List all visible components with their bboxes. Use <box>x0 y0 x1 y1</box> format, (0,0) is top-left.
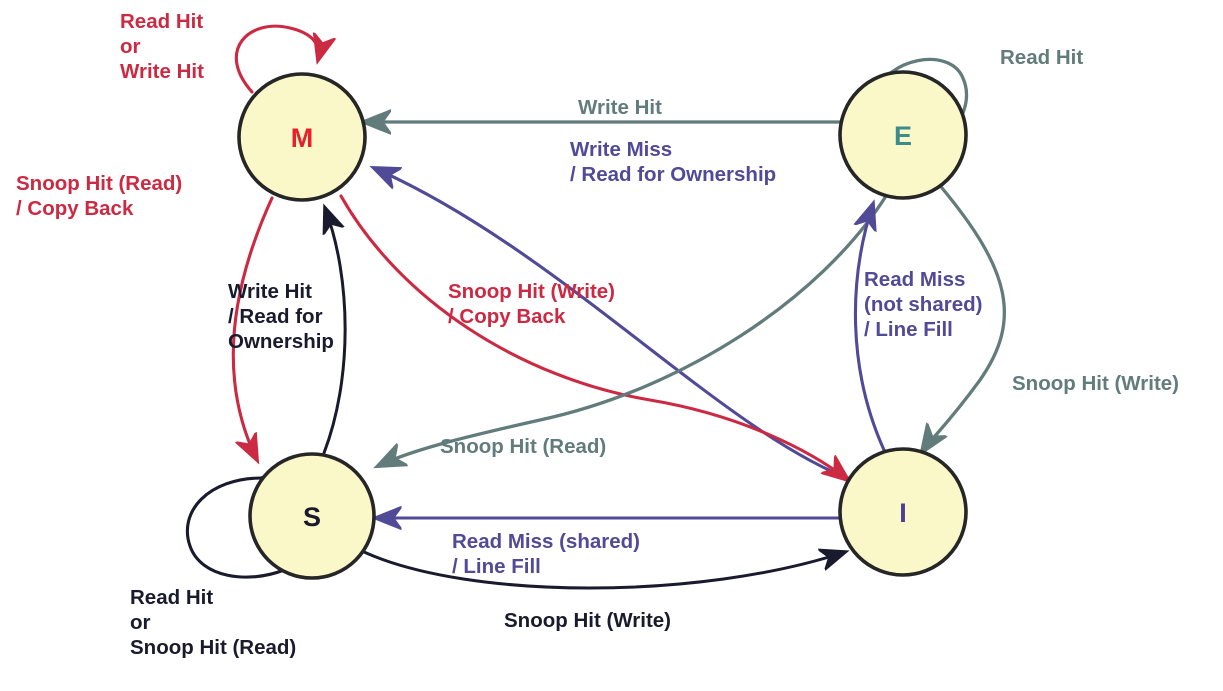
state-node-e[interactable]: E <box>838 70 968 200</box>
edge-label-line: Write Hit <box>228 280 312 303</box>
state-circle-e[interactable] <box>838 70 968 200</box>
edge-label-line: Snoop Hit (Read) <box>440 435 606 458</box>
edge-label-line: Read Miss (shared) <box>452 530 640 553</box>
edge-label-line: Read Hit <box>1000 46 1083 69</box>
edge-label-line: / Copy Back <box>448 305 566 328</box>
edge-label-e-self: Read Hit <box>1000 46 1083 69</box>
edge-label-line: / Line Fill <box>452 555 541 578</box>
edge-m-self-loop <box>234 24 319 94</box>
edge-label-line: Write Hit <box>578 96 662 119</box>
edge-label-line: Read Hit <box>120 10 203 33</box>
edge-label-m-to-s: Snoop Hit (Read)/ Copy Back <box>16 172 182 220</box>
edge-label-m-to-i: Snoop Hit (Write)/ Copy Back <box>448 280 615 328</box>
state-label-i: I <box>899 498 907 528</box>
edge-label-line: Snoop Hit (Write) <box>504 609 671 632</box>
edge-label-line: Read Miss <box>864 268 965 291</box>
edge-i-to-e <box>855 204 886 452</box>
edge-label-s-to-i: Snoop Hit (Write) <box>504 609 671 632</box>
edge-label-line: Snoop Hit (Read) <box>16 172 182 195</box>
edge-label-line: Ownership <box>228 330 334 353</box>
edge-e-to-s <box>378 194 888 466</box>
edge-label-line: or <box>130 611 151 634</box>
state-circle-s[interactable] <box>248 452 376 580</box>
state-node-m[interactable]: M <box>237 72 367 202</box>
state-label-e: E <box>894 121 912 151</box>
edge-label-line: Snoop Hit (Read) <box>130 636 296 659</box>
edge-label-e-to-m: Write Hit <box>578 96 662 119</box>
edge-label-line: Write Miss <box>570 138 672 161</box>
state-circle-m[interactable] <box>237 72 367 202</box>
state-node-i[interactable]: I <box>838 447 968 577</box>
state-label-m: M <box>291 123 314 153</box>
edge-s-to-m <box>322 208 347 455</box>
edge-label-i-to-m: Write Miss/ Read for Ownership <box>570 138 776 186</box>
edges-layer <box>185 24 1007 590</box>
edge-s-self-loop <box>185 478 284 579</box>
edge-label-line: Write Hit <box>120 60 204 83</box>
state-label-s: S <box>303 502 321 532</box>
edge-label-line: / Read for <box>228 305 323 328</box>
edge-m-to-i <box>339 194 848 480</box>
edge-label-e-to-i: Snoop Hit (Write) <box>1012 372 1179 395</box>
edge-label-line: Read Hit <box>130 586 213 609</box>
state-node-s[interactable]: S <box>248 452 376 580</box>
edge-label-line: Snoop Hit (Write) <box>448 280 615 303</box>
edge-label-line: (not shared) <box>864 293 982 316</box>
edge-s-to-i <box>362 552 845 590</box>
state-circle-i[interactable] <box>838 447 968 577</box>
edge-label-line: Snoop Hit (Write) <box>1012 372 1179 395</box>
edge-e-to-i <box>922 186 1007 452</box>
edge-label-line: or <box>120 35 141 58</box>
edge-label-i-to-e: Read Miss(not shared)/ Line Fill <box>864 268 982 341</box>
edge-i-to-m <box>374 168 854 482</box>
edge-label-i-to-s: Read Miss (shared)/ Line Fill <box>452 530 640 578</box>
edge-m-to-s <box>231 196 274 460</box>
nodes-layer: M E S I <box>237 70 968 580</box>
edge-label-line: / Copy Back <box>16 197 134 220</box>
edge-label-e-to-s: Snoop Hit (Read) <box>440 435 606 458</box>
edge-label-line: / Line Fill <box>864 318 953 341</box>
edge-label-line: / Read for Ownership <box>570 163 776 186</box>
